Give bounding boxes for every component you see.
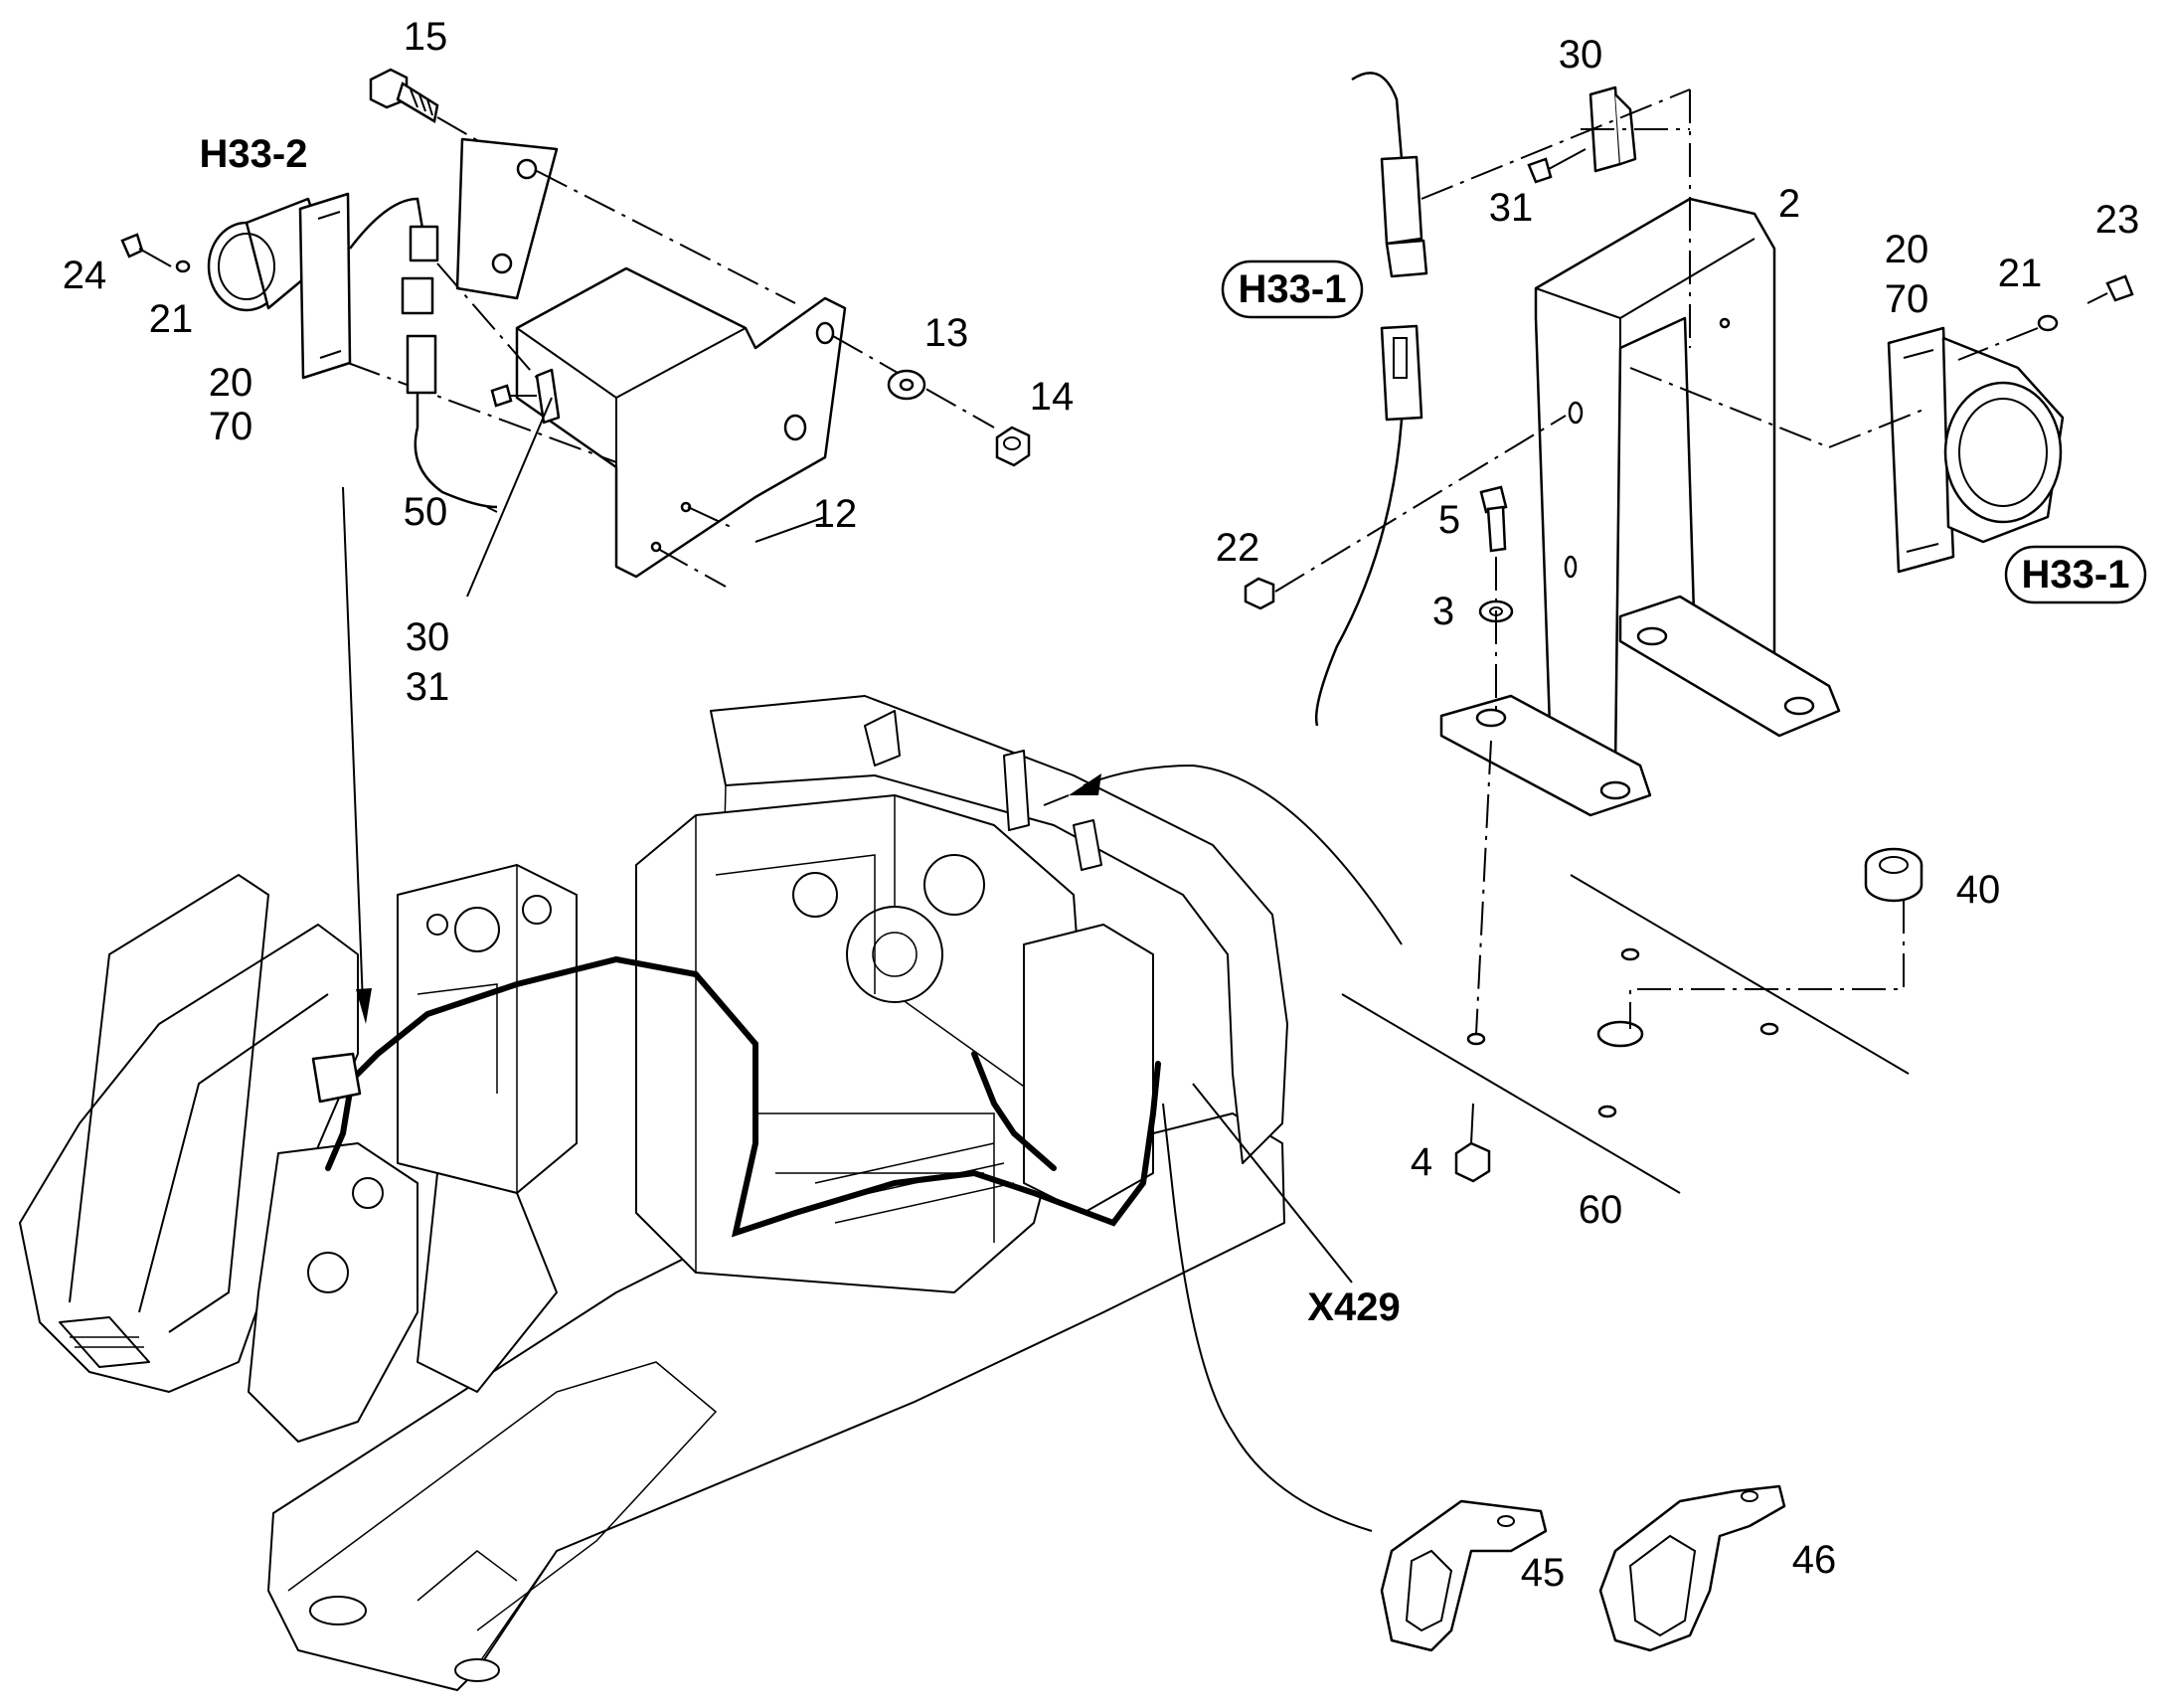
horn-icon: [207, 192, 352, 380]
callout-capsule-right: [2004, 545, 2147, 604]
callout-capsule-top: [1221, 259, 1364, 319]
p-clamp-icon: [1380, 1499, 1548, 1652]
callout-30-left: 30: [406, 615, 450, 659]
callout-4: 4: [1411, 1140, 1432, 1184]
connector-icon: [1314, 72, 1428, 727]
bracket-plate-icon: [515, 266, 847, 579]
callout-50: 50: [404, 490, 448, 534]
callout-31-right: 31: [1489, 186, 1534, 230]
callout-20-left: 20: [209, 361, 253, 405]
callout-70-left: 70: [209, 405, 253, 448]
callout-40: 40: [1956, 868, 2001, 912]
callout-60: 60: [1579, 1188, 1623, 1232]
callout-30-right: 30: [1559, 33, 1603, 77]
callout-24: 24: [63, 254, 107, 297]
callout-45: 45: [1521, 1551, 1566, 1595]
mounting-stand-icon: [1439, 197, 1841, 817]
callout-21-right: 21: [1998, 252, 2043, 295]
p-clamp-icon: [1598, 1484, 1786, 1652]
horn-icon: [1887, 326, 2065, 574]
nut-4-icon: [1454, 1141, 1491, 1183]
callout-x429: X429: [1307, 1285, 1400, 1329]
strap-plate-icon: [455, 137, 559, 300]
nut-14-icon: [995, 426, 1031, 467]
callout-12: 12: [813, 492, 858, 536]
callout-22: 22: [1216, 526, 1260, 570]
callout-20-right: 20: [1885, 228, 1929, 271]
callout-13: 13: [924, 311, 969, 355]
callout-2: 2: [1778, 182, 1800, 226]
callout-31-left: 31: [406, 665, 450, 709]
callout-15: 15: [404, 15, 448, 59]
callout-21-left: 21: [149, 297, 194, 341]
callout-h33-1-right: H33-1: [2022, 553, 2130, 597]
excavator-frame-icon: [19, 695, 1288, 1691]
callout-14: 14: [1030, 375, 1075, 419]
callout-70-right: 70: [1885, 277, 1929, 321]
plate-60-icon: [1341, 874, 1910, 1194]
callout-h33-1-top: H33-1: [1239, 267, 1347, 311]
callout-23: 23: [2095, 198, 2140, 242]
callout-3: 3: [1432, 590, 1454, 633]
callout-5: 5: [1438, 498, 1460, 542]
callout-46: 46: [1792, 1538, 1837, 1582]
callout-h33-2: H33-2: [200, 132, 308, 176]
grommet-icon: [1864, 847, 1923, 903]
bolt-15-icon: [369, 68, 439, 123]
connector-icon: [349, 197, 498, 509]
